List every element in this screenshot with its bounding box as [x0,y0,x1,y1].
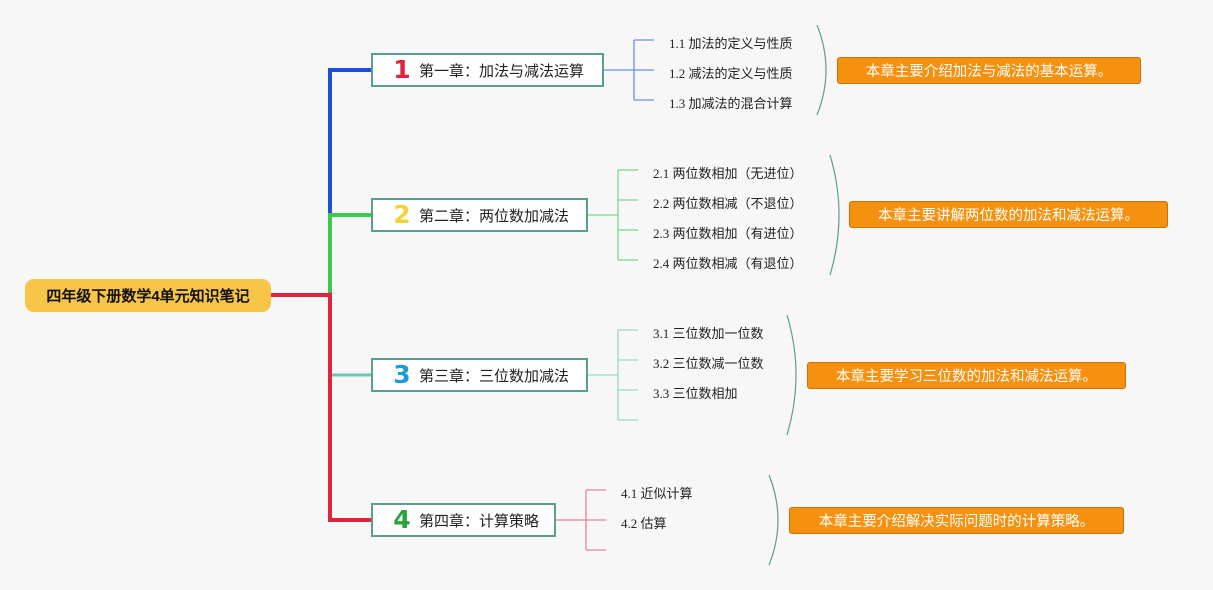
chapter-number-1: 1 [393,55,411,84]
subtopic-1-3[interactable]: 1.3 加减法的混合计算 [669,96,793,111]
chapter-2-summary[interactable]: 本章主要讲解两位数的加法和减法运算。 [849,201,1168,228]
branch-line-2 [269,213,373,297]
chapter-4-summary[interactable]: 本章主要介绍解决实际问题时的计算策略。 [789,507,1124,534]
chapter-3-summary[interactable]: 本章主要学习三位数的加法和减法运算。 [807,362,1126,389]
chapter-title-1: 第一章：加法与减法运算 [419,62,585,80]
chapter-1-summary[interactable]: 本章主要介绍加法与减法的基本运算。 [837,57,1141,84]
root-topic[interactable]: 四年级下册数学4单元知识笔记 [25,279,271,312]
subtopic-2-4[interactable]: 2.4 两位数相减（有退位） [653,256,803,271]
sub-connector-3 [588,329,638,421]
summary-text-1: 本章主要介绍加法与减法的基本运算。 [865,64,1113,80]
brace-3 [786,314,797,436]
sub-connector-2 [588,169,638,261]
chapter-number-2: 2 [393,200,411,229]
chapter-title-2: 第二章：两位数加减法 [419,207,570,225]
chapter-3-node[interactable]: 3 第三章：三位数加减法 [371,358,588,392]
subtopic-3-1[interactable]: 3.1 三位数加一位数 [653,326,764,341]
subtopic-2-2[interactable]: 2.2 两位数相减（不退位） [653,196,803,211]
branch-line-3 [269,293,373,377]
sub-connector-4 [556,489,606,551]
chapter-title-3: 第三章：三位数加减法 [419,367,570,385]
chapter-4-node[interactable]: 4 第四章：计算策略 [371,503,556,537]
subtopic-1-2[interactable]: 1.2 减法的定义与性质 [669,66,793,81]
branch-line-1 [269,68,373,297]
sub-connector-1 [604,39,654,101]
brace-4 [768,474,779,566]
summary-braces [768,24,840,566]
chapter-title-4: 第四章：计算策略 [419,512,540,530]
brace-2 [829,154,840,276]
trunk-branches [269,68,373,522]
chapter-1-node[interactable]: 1 第一章：加法与减法运算 [371,53,604,87]
subtopic-4-1[interactable]: 4.1 近似计算 [621,486,693,501]
root-title: 四年级下册数学4单元知识笔记 [46,288,250,305]
chapter-2-node[interactable]: 2 第二章：两位数加减法 [371,198,588,232]
chapter-number-4: 4 [393,505,411,534]
subtopic-2-1[interactable]: 2.1 两位数相加（无进位） [653,166,803,181]
subtopic-3-2[interactable]: 3.2 三位数减一位数 [653,356,764,371]
subtopic-3-3[interactable]: 3.3 三位数相加 [653,386,738,401]
subtopic-2-3[interactable]: 2.3 两位数相加（有进位） [653,226,803,241]
subtopic-4-2[interactable]: 4.2 估算 [621,516,667,531]
summary-text-3: 本章主要学习三位数的加法和减法运算。 [836,369,1097,385]
chapter-number-3: 3 [393,360,411,389]
subtopic-1-1[interactable]: 1.1 加法的定义与性质 [669,36,793,51]
branch-line-4 [269,293,373,522]
brace-1 [816,24,827,116]
summary-text-2: 本章主要讲解两位数的加法和减法运算。 [878,208,1139,224]
summary-text-4: 本章主要介绍解决实际问题时的计算策略。 [818,514,1095,530]
